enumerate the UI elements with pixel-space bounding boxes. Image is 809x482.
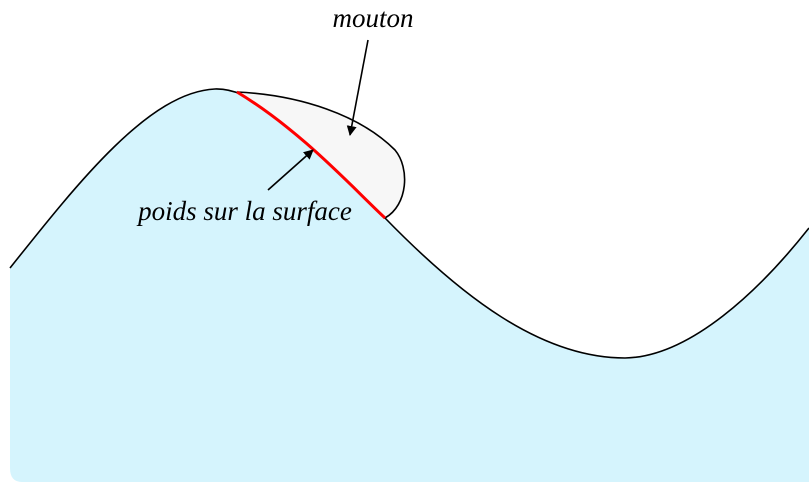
cap-label: mouton bbox=[333, 3, 414, 33]
surface-load-arrow bbox=[267, 149, 314, 191]
water-body bbox=[10, 88, 809, 482]
surface-load-line bbox=[236, 90, 387, 220]
surface-load-label: poids sur la surface bbox=[136, 196, 352, 226]
cap-arrow bbox=[346, 39, 369, 136]
